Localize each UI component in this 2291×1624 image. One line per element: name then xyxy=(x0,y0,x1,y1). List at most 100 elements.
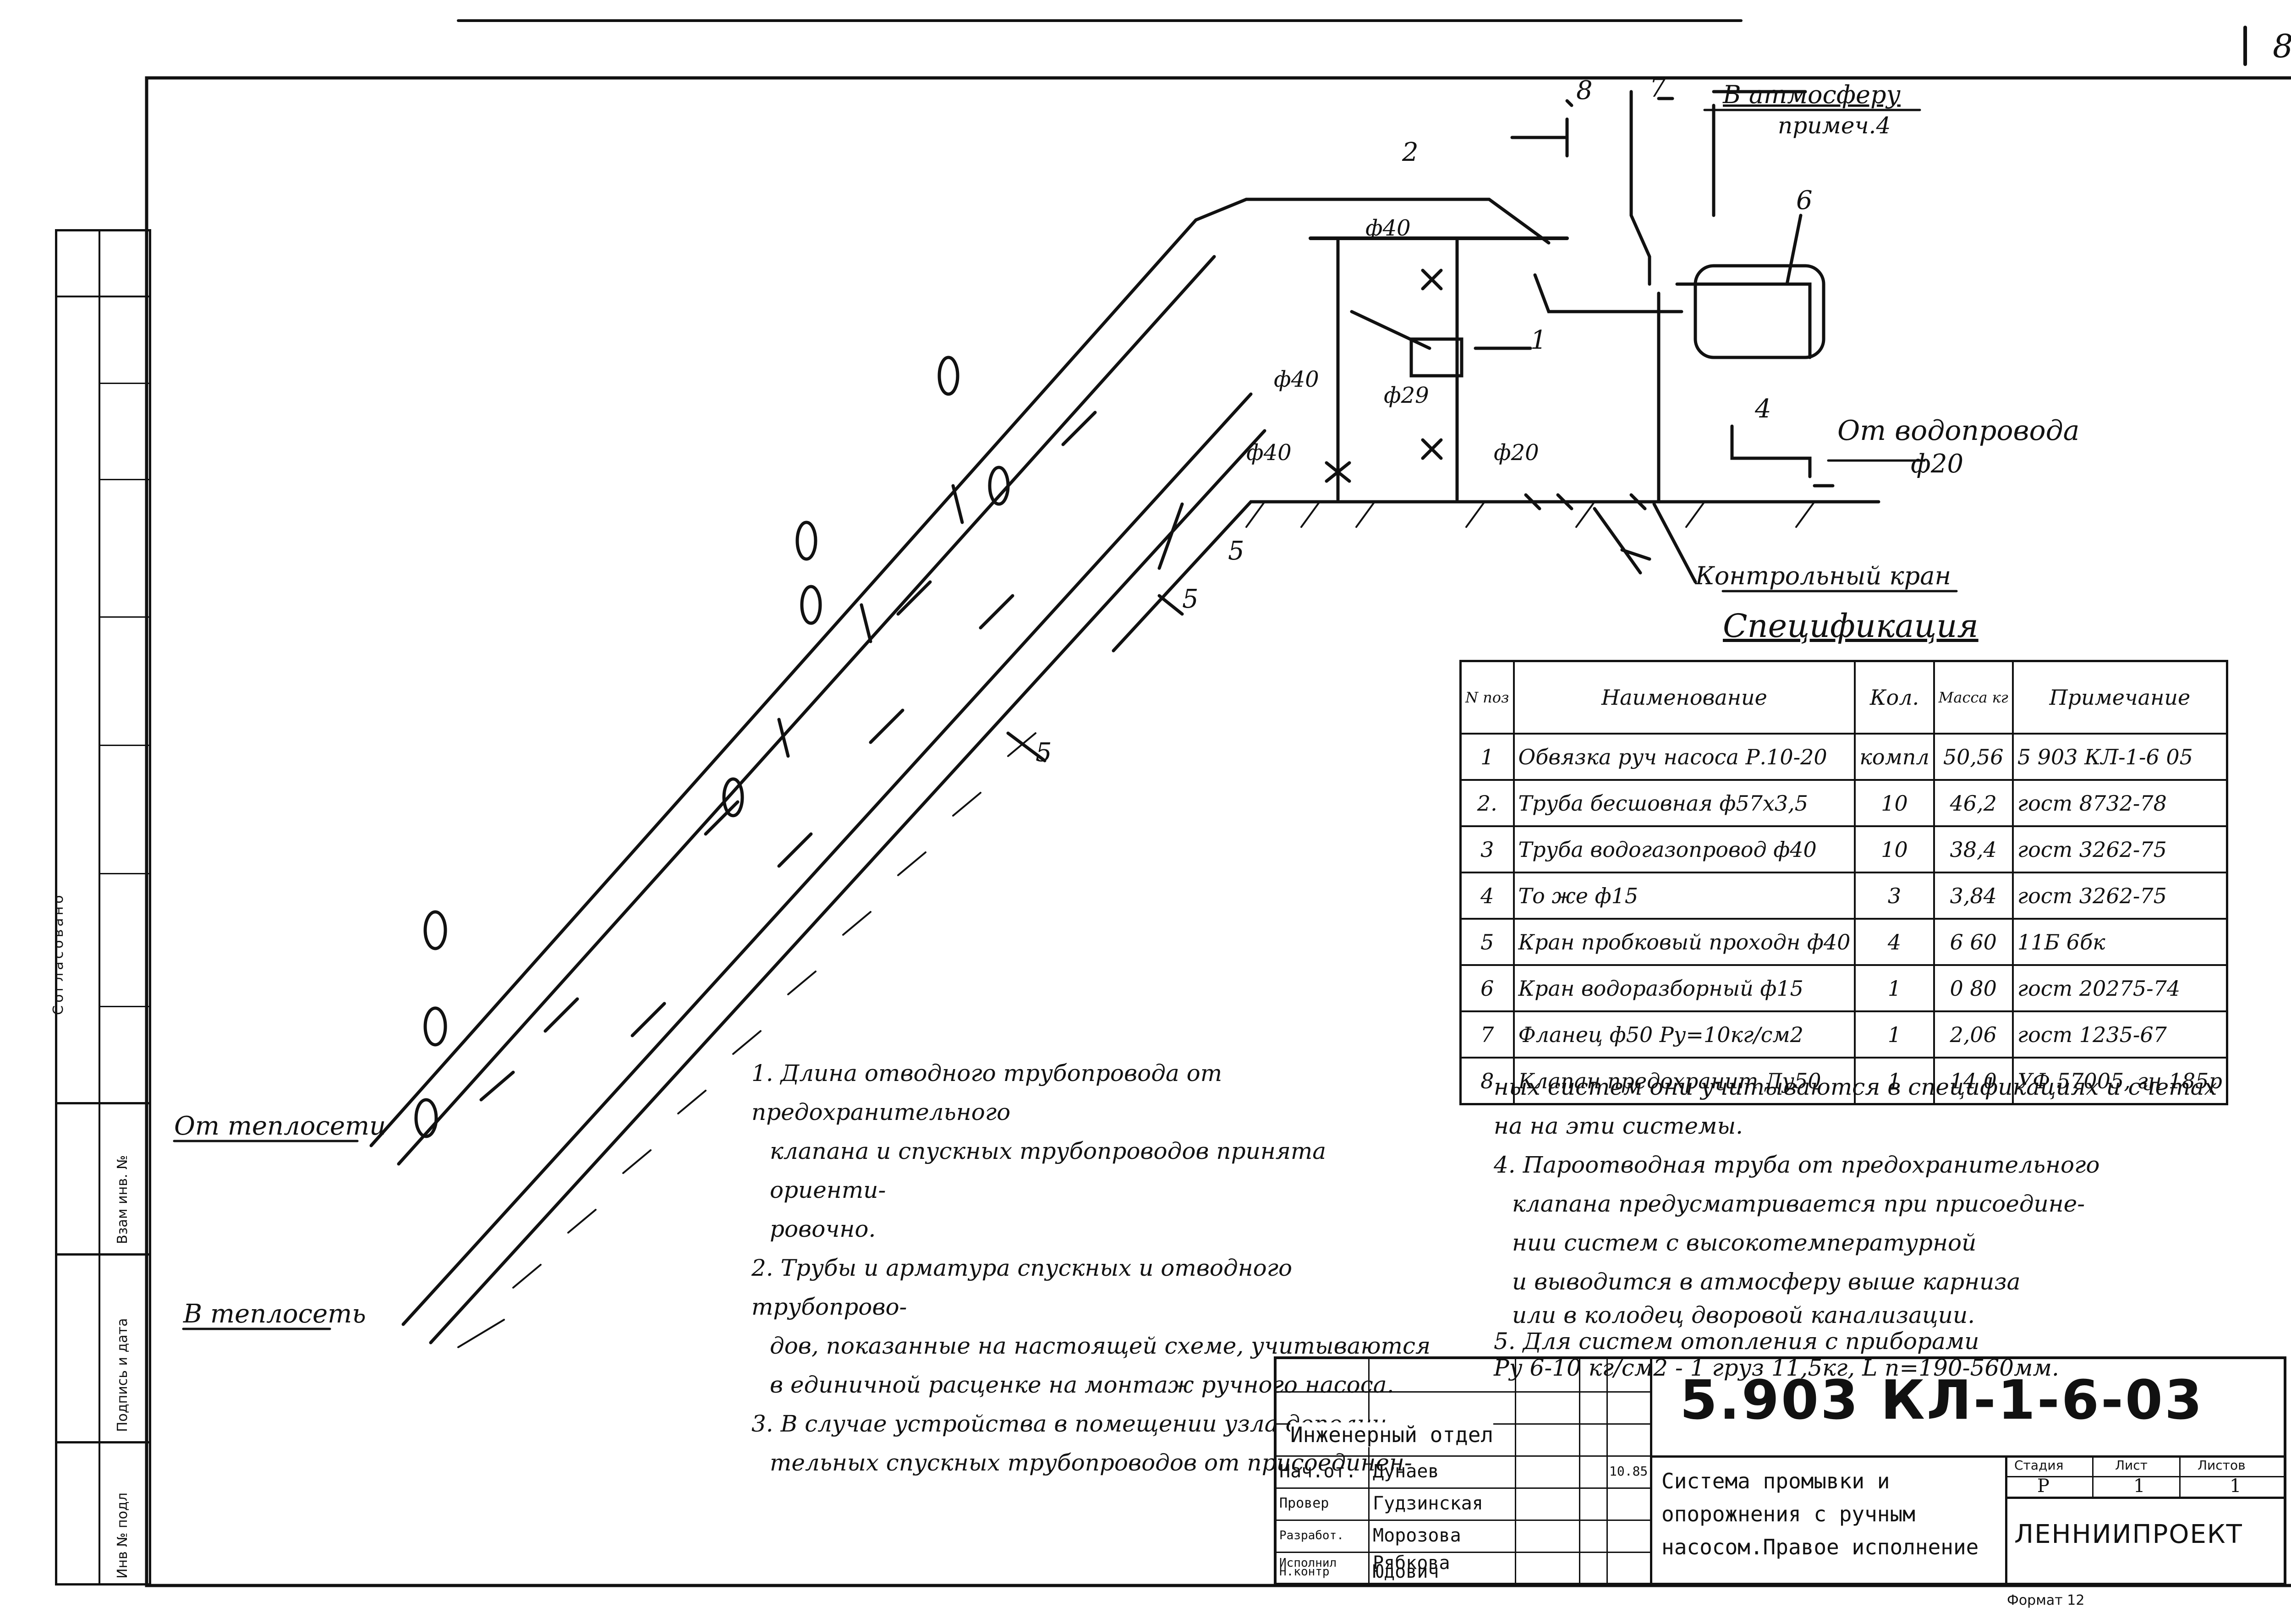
sheet-header: Лист xyxy=(2115,1458,2148,1473)
cell-mass: 50,56 xyxy=(1933,733,2014,781)
table-row: 8 Клапан предохранит Ду50 1 14 0 УФ 5700… xyxy=(1459,1057,2228,1105)
cell-note: 5 903 КЛ-1-6 05 xyxy=(2011,733,2228,781)
cell-mass: 14 0 xyxy=(1933,1057,2014,1105)
label-from-heat-network: От теплосети xyxy=(174,1111,386,1141)
cell-num: 1 xyxy=(1459,733,1515,781)
note-line: 4. Пароотводная труба от предохранительн… xyxy=(1494,1152,2100,1178)
position-6: 6 xyxy=(1796,186,1813,215)
role-label: Исполнил xyxy=(1279,1556,1337,1570)
note-line: дов, показанные на настоящей схеме, учит… xyxy=(770,1333,1431,1359)
col-header-name: Наименование xyxy=(1513,660,1856,735)
format-label: Формат 12 xyxy=(2007,1592,2085,1608)
cell-qty: 3 xyxy=(1854,872,1935,920)
note-line: 5. Для систем отопления с приборами xyxy=(1494,1328,1979,1355)
note-line: на на эти системы. xyxy=(1494,1113,1743,1139)
role-label: Нач.от. xyxy=(1279,1461,1357,1482)
note-line: 1. Длина отводного трубопровода от предо… xyxy=(751,1060,1222,1125)
table-header-row: N поз Наименование Кол. Масса кг Примеча… xyxy=(1459,660,2228,735)
title-block: Инженерный отдел Нач.от. Дунаев 10.85 Пр… xyxy=(1274,1356,2286,1586)
table-row: 2. Труба бесшовная ф57х3,5 10 46,2 гост … xyxy=(1459,779,2228,827)
cell-num: 4 xyxy=(1459,872,1515,920)
position-5-a: 5 xyxy=(1228,536,1244,566)
sheet-corner-number: 8 xyxy=(2273,27,2291,65)
sheet-value: 1 xyxy=(2133,1476,2145,1497)
person-name: Юдович xyxy=(1373,1561,1439,1582)
specification-title: Спецификация xyxy=(1723,607,1979,645)
drawing-title-line: Система промывки и xyxy=(1661,1469,1890,1493)
cell-mass: 2,06 xyxy=(1933,1010,2014,1059)
table-row: 3 Труба водогазопровод ф40 10 38,4 гост … xyxy=(1459,825,2228,873)
stage-value: Р xyxy=(2037,1476,2050,1497)
cell-qty: 1 xyxy=(1854,1057,1935,1105)
diameter-label: ф29 xyxy=(1384,383,1429,408)
label-signature-date: Подпись и дата xyxy=(115,1318,131,1432)
specification-table: N поз Наименование Кол. Масса кг Примеча… xyxy=(1459,660,2228,1105)
label-original-inventory: Инв № подл xyxy=(115,1492,131,1579)
cell-note: 11Б 6бк xyxy=(2011,918,2228,966)
person-name: Морозова xyxy=(1373,1525,1461,1546)
note-line: ных систем они учитываются в спецификаци… xyxy=(1494,1074,2217,1100)
cell-name: Кран пробковый проходн ф40 xyxy=(1513,918,1856,966)
label-replace-inventory: Взам инв. № xyxy=(115,1155,131,1244)
note-line: или в колодец дворовой канализации. xyxy=(1512,1302,1975,1328)
person-name: Рябкова xyxy=(1373,1553,1450,1574)
label-from-water-supply: От водопровода xyxy=(1837,415,2080,447)
cell-mass: 6 60 xyxy=(1933,918,2014,966)
label-water-diameter: ф20 xyxy=(1911,449,1964,479)
position-1: 1 xyxy=(1530,325,1547,355)
cell-qty: компл xyxy=(1854,733,1935,781)
approval-strip: Согласовано Взам инв. № Подпись и дата И… xyxy=(50,229,151,1586)
position-8: 8 xyxy=(1576,76,1593,105)
cell-name: Обвязка руч насоса Р.10-20 xyxy=(1513,733,1856,781)
cell-qty: 4 xyxy=(1854,918,1935,966)
cell-qty: 10 xyxy=(1854,779,1935,827)
cell-note: гост 3262-75 xyxy=(2011,872,2228,920)
cell-mass: 3,84 xyxy=(1933,872,2014,920)
note-line: тельных спускных трубопроводов от присое… xyxy=(770,1449,1412,1476)
person-name: Дунаев xyxy=(1373,1461,1439,1482)
person-name: Гудзинская xyxy=(1373,1493,1483,1514)
cell-num: 3 xyxy=(1459,825,1515,873)
table-row: 6 Кран водоразборный ф15 1 0 80 гост 202… xyxy=(1459,964,2228,1012)
note-line: нии систем с высокотемпературной xyxy=(1512,1229,1977,1256)
position-4: 4 xyxy=(1755,394,1771,424)
note-line: 2. Трубы и арматура спускных и отводного… xyxy=(751,1255,1293,1320)
role-label: Н.контр xyxy=(1279,1565,1330,1579)
sign-date: 10.85 xyxy=(1609,1464,1648,1479)
col-header-qty: Кол. xyxy=(1854,660,1935,735)
callout-atmosphere: В атмосферу xyxy=(1723,80,1901,109)
callout-note-ref: примеч.4 xyxy=(1778,112,1891,139)
notes-left-column: 1. Длина отводного трубопровода от предо… xyxy=(751,1054,1439,1482)
note-line: и выводится в атмосферу выше карниза xyxy=(1512,1268,2021,1295)
role-label: Разработ. xyxy=(1279,1529,1344,1542)
cell-note: УФ 57005, гн 185р xyxy=(2011,1057,2228,1105)
note-line: ровочно. xyxy=(770,1216,876,1242)
table-row: 5 Кран пробковый проходн ф40 4 6 60 11Б … xyxy=(1459,918,2228,966)
cell-qty: 10 xyxy=(1854,825,1935,873)
cell-mass: 38,4 xyxy=(1933,825,2014,873)
cell-note: гост 20275-74 xyxy=(2011,964,2228,1012)
pipe-to-heat-network xyxy=(401,392,1253,1326)
department-label: Инженерный отдел xyxy=(1290,1422,1494,1447)
position-2: 2 xyxy=(1402,137,1419,167)
cell-num: 7 xyxy=(1459,1010,1515,1059)
diameter-label: ф20 xyxy=(1494,440,1539,466)
col-header-note: Примечание xyxy=(2011,660,2228,735)
pipe-from-heat-network xyxy=(369,198,1248,1147)
position-5-b: 5 xyxy=(1182,584,1199,614)
cell-name: То же ф15 xyxy=(1513,872,1856,920)
sheets-header: Листов xyxy=(2198,1458,2246,1473)
position-5-c: 5 xyxy=(1036,738,1052,768)
label-agreed: Согласовано xyxy=(50,892,66,1015)
note-line: клапана и спускных трубопроводов принята… xyxy=(770,1138,1326,1203)
sheets-value: 1 xyxy=(2230,1476,2242,1497)
label-control-valve: Контрольный кран xyxy=(1695,561,1951,590)
cell-name: Кран водоразборный ф15 xyxy=(1513,964,1856,1012)
cell-name: Труба водогазопровод ф40 xyxy=(1513,825,1856,873)
drawing-title-line: насосом.Правое исполнение xyxy=(1661,1535,1979,1559)
cell-num: 5 xyxy=(1459,918,1515,966)
drawing-title-line: опорожнения с ручным xyxy=(1661,1502,1915,1526)
position-7: 7 xyxy=(1650,73,1666,103)
cell-num: 2. xyxy=(1459,779,1515,827)
